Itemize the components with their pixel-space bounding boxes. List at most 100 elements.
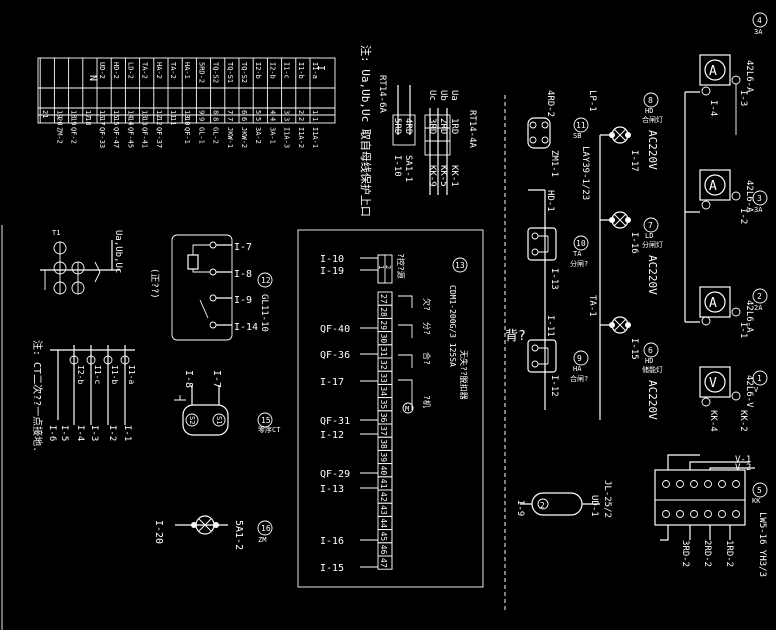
terminal-cell-label: 42 <box>379 492 388 502</box>
ct-bus <box>50 349 135 420</box>
svg-text:HA: HA <box>573 365 582 373</box>
ct-terminal-label: I-3 <box>89 425 99 441</box>
svg-text:42L6-A: 42L6-A <box>744 60 754 93</box>
table-cell-n: 13 <box>141 110 149 118</box>
svg-text:UD-1: UD-1 <box>589 495 599 517</box>
terminal-cell-label: 36 <box>379 413 388 423</box>
terminal-cell-label: 34 <box>379 386 388 396</box>
ammeter-4: A 42L6-A I-3 I-4 4 3A <box>699 12 768 135</box>
svg-text:HD: HD <box>645 357 653 365</box>
svg-text:1: 1 <box>377 265 385 269</box>
terminal-cell-label: 46 <box>379 545 388 555</box>
table-cell-left: TQ-S1 <box>226 62 234 83</box>
svg-text:2RD: 2RD <box>438 118 448 134</box>
table-cell-left: LD-2 <box>126 62 134 79</box>
svg-text:A: A <box>709 296 717 311</box>
svg-text:I-15: I-15 <box>629 338 639 360</box>
table-cell-n: 4 <box>268 110 276 114</box>
svg-text:2: 2 <box>757 292 762 301</box>
table-cell-n: 6 <box>240 110 248 114</box>
svg-text:Ua: Ua <box>449 90 459 101</box>
terminal-cell-label: 30 <box>379 334 388 344</box>
svg-text:SB: SB <box>573 132 581 140</box>
table-cell-left: I1-c <box>283 62 291 79</box>
svg-text:7: 7 <box>648 221 653 230</box>
svg-text:16: 16 <box>261 524 271 533</box>
svg-text:V-1: V-1 <box>735 455 751 465</box>
table-cell-n: 16 <box>98 110 106 118</box>
svg-text:5: 5 <box>757 486 762 495</box>
svg-text:AC220V: AC220V <box>646 380 659 420</box>
svg-text:3RD: 3RD <box>427 118 437 134</box>
table-cell-right: 17 <box>98 117 106 125</box>
table-cell-far: JKW-1 <box>226 127 234 148</box>
ct-coil <box>86 355 96 365</box>
terminal-cells: 2728293031323334353637383940414243444546… <box>377 291 393 570</box>
terminal-wire-label: I-12 <box>320 430 344 441</box>
svg-text:M: M <box>405 405 409 413</box>
ct-secondary-wires: I1-aI1-bI1-cI2-bI-1I-2I-3I-4I-5I-6 <box>47 345 136 441</box>
svg-text:V: V <box>709 376 717 391</box>
svg-text:15: 15 <box>261 416 271 425</box>
svg-text:N: N <box>87 75 98 81</box>
svg-text:I-16: I-16 <box>629 232 639 254</box>
svg-text:I-7: I-7 <box>234 242 252 253</box>
svg-text:42L6-A: 42L6-A <box>744 180 754 213</box>
table-cell-right: 9 <box>197 117 205 121</box>
terminal-table-grid: I1-a11I1A-1I1-b22I1A-2I1-c33I1A-3I2-b443… <box>38 58 335 148</box>
svg-text:Ua,Ub,Uc: Ua,Ub,Uc <box>113 230 123 273</box>
svg-text:1RD: 1RD <box>449 118 459 134</box>
lamp-8: LP-1 I-17 8 HD 合闸灯 AC220V <box>587 90 663 172</box>
svg-text:I-12: I-12 <box>549 375 559 397</box>
terminal-wire-label: QF-29 <box>320 469 350 480</box>
svg-text:KK-2: KK-2 <box>738 410 748 432</box>
table-cell-far: ZM-2 <box>55 127 63 144</box>
svg-text:I-20: I-20 <box>153 520 164 544</box>
svg-text:I-1: I-1 <box>738 322 748 338</box>
table-cell-n: 11 <box>169 110 177 118</box>
svg-text:Ub: Ub <box>438 90 448 101</box>
svg-text:HD-1: HD-1 <box>545 190 555 212</box>
svg-text:JL-25/2: JL-25/2 <box>602 480 612 518</box>
table-cell-n: 8 <box>212 110 220 114</box>
table-cell-left: HA-1 <box>183 62 191 79</box>
ct-wire-label: I1-a <box>127 365 136 384</box>
terminal-table: I1-a11I1A-1I1-b22I1A-2I1-c33I1A-3I2-b443… <box>37 57 336 148</box>
zero-sequence-ct: S2 S1 I-8 I-7 15 零序CT <box>174 370 281 436</box>
lw5-switch: V-1 V-2 3RD-2 2RD-2 1RD-2 5 KK LW5-16 YH… <box>654 454 768 577</box>
table-cell-right: 13 <box>141 117 149 125</box>
table-cell-right: 8 <box>212 117 220 121</box>
svg-text:储能灯: 储能灯 <box>642 365 663 374</box>
table-cell-n: 9 <box>197 110 205 114</box>
table-cell-far: QF-2 <box>70 127 78 144</box>
svg-text:11: 11 <box>576 121 586 130</box>
ammeter-2: A 42L6-A I-1 2 2A <box>699 286 768 338</box>
terminal-wire-label: I-10 <box>320 254 344 265</box>
terminal-wire-label: I-15 <box>320 563 344 574</box>
svg-text:I-2: I-2 <box>738 208 748 224</box>
svg-text:注: Ua,Ub,Uc 取自母线保护上口: 注: Ua,Ub,Uc 取自母线保护上口 <box>359 45 373 217</box>
svg-text:A: A <box>709 179 717 194</box>
terminal-wire-label: QF-40 <box>320 324 350 335</box>
table-cell-far: 3A-2 <box>254 127 262 144</box>
terminal-cell-label: 38 <box>379 439 388 449</box>
svg-text:42L6-A: 42L6-A <box>744 300 754 333</box>
ct-wire-label: I1-b <box>110 365 119 384</box>
terminal-cell-label: 28 <box>379 307 388 317</box>
pushbutton-10: HD-1 I-13 10 TA 分闸? <box>527 190 589 290</box>
svg-text:I-9: I-9 <box>515 500 525 516</box>
svg-text:1RD-2: 1RD-2 <box>724 540 734 567</box>
svg-text:8: 8 <box>648 96 653 105</box>
table-cell-right: 18 <box>84 117 92 125</box>
svg-text:合?: 合? <box>422 352 432 365</box>
table-cell-n: 2 <box>297 110 305 114</box>
terminal-cell-label: 44 <box>379 518 388 528</box>
table-cell-right: 19 <box>70 117 78 125</box>
svg-text:无失??脱扣器: 无失??脱扣器 <box>459 350 469 400</box>
table-cell-left: I1-b <box>297 62 305 79</box>
table-cell-right: 12 <box>155 117 163 125</box>
terminal-cell-label: 41 <box>379 479 388 489</box>
svg-text:I: I <box>315 65 326 71</box>
table-cell-left: I2-b <box>254 62 262 79</box>
